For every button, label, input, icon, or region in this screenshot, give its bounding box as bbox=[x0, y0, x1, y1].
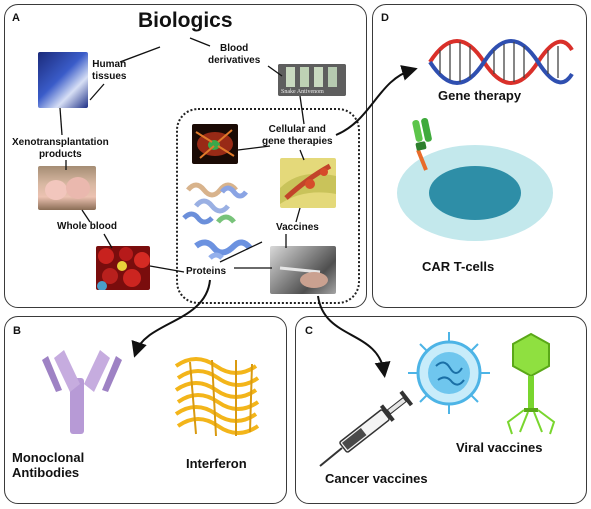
panel-a-title: Biologics bbox=[138, 9, 233, 32]
cellular-gene-label: Cellular and gene therapies bbox=[262, 124, 333, 147]
car-t-cells-label: CAR T-cells bbox=[422, 259, 495, 274]
vials-image bbox=[278, 64, 346, 96]
xenotransplantation-photo bbox=[38, 166, 96, 210]
virus-particle-icon bbox=[408, 332, 490, 414]
car-t-cell-icon bbox=[397, 117, 553, 241]
cell-fluorescence-photo bbox=[192, 124, 238, 164]
panel-b-letter: B bbox=[13, 325, 21, 337]
bacteriophage-icon bbox=[506, 332, 556, 435]
dna-helix-icon bbox=[428, 39, 574, 85]
arrow-to-monoclonal bbox=[131, 279, 211, 358]
gene-therapy-label: Gene therapy bbox=[438, 88, 522, 103]
cancer-vaccines-label: Cancer vaccines bbox=[325, 471, 428, 486]
blood-derivatives-photo: Snake Antivenom bbox=[278, 64, 346, 96]
blood-derivatives-label: Blood derivatives bbox=[208, 43, 261, 66]
whole-blood-label: Whole blood bbox=[57, 221, 117, 232]
whole-blood-photo bbox=[96, 246, 150, 290]
monoclonal-antibodies-label: Monoclonal Antibodies bbox=[12, 450, 85, 480]
panel-a-connectors bbox=[59, 37, 305, 273]
arrow-to-gene-therapy bbox=[335, 65, 418, 136]
interferon-label: Interferon bbox=[186, 456, 247, 471]
panel-a-letter: A bbox=[12, 12, 20, 24]
antibody-icon bbox=[42, 350, 122, 434]
cellular-gene-protein-region bbox=[176, 108, 360, 304]
panel-d-letter: D bbox=[381, 12, 389, 24]
proteins-label: Proteins bbox=[186, 266, 227, 277]
interferon-icon bbox=[174, 357, 260, 437]
car-receptor-icon bbox=[412, 117, 432, 171]
vaccine-virus-photo bbox=[280, 158, 336, 208]
human-tissues-photo bbox=[38, 52, 88, 108]
xenotransplantation-label: Xenotransplantation products bbox=[12, 137, 109, 160]
arrow-to-cancer-vaccines bbox=[317, 295, 391, 378]
syringe-icon bbox=[319, 390, 414, 467]
panel-c-letter: C bbox=[305, 325, 313, 337]
vaccines-label: Vaccines bbox=[276, 222, 319, 233]
vial-caption: Snake Antivenom bbox=[281, 89, 324, 95]
human-tissues-label: Human tissues bbox=[92, 59, 127, 82]
protein-small-icon bbox=[194, 239, 253, 260]
protein-structure-icon bbox=[182, 182, 248, 225]
viral-vaccines-label: Viral vaccines bbox=[456, 440, 543, 455]
injection-photo bbox=[270, 246, 336, 294]
